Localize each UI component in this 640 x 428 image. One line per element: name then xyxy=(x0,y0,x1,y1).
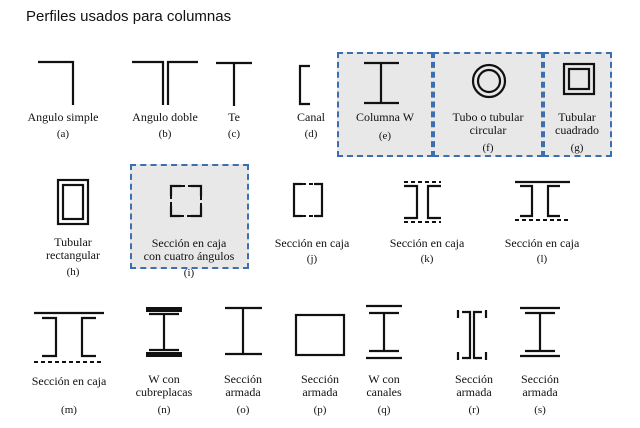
tubular-rectangular-shape xyxy=(56,178,90,226)
letter-s: (s) xyxy=(534,404,546,416)
label-l: Sección en caja xyxy=(504,236,580,250)
w-canales-shape xyxy=(366,304,402,360)
angulo-doble-shape xyxy=(132,60,198,105)
label-p: Sección armada xyxy=(301,372,339,399)
label-i: Sección en caja con cuatro ángulos xyxy=(143,236,235,263)
seccion-armada-p-shape xyxy=(294,313,346,357)
label-d: Canal xyxy=(297,110,325,124)
label-j: Sección en caja xyxy=(274,236,350,250)
label-g: Tubular cuadrado xyxy=(555,110,599,137)
tubular-cuadrado-shape xyxy=(562,62,596,96)
caja-k-shape xyxy=(404,181,441,223)
letter-b: (b) xyxy=(158,128,172,140)
tubo-circular-shape xyxy=(471,63,507,99)
label-s: Sección armada xyxy=(521,372,559,399)
label-m: Sección en caja xyxy=(31,374,107,388)
letter-k: (k) xyxy=(420,253,434,265)
letter-n: (n) xyxy=(157,404,171,416)
caja-l-shape xyxy=(515,180,570,221)
letter-j: (j) xyxy=(306,253,318,265)
label-c: Te xyxy=(228,110,240,124)
letter-a: (a) xyxy=(56,128,70,140)
w-cubreplacas-shape xyxy=(146,307,182,357)
canal-shape xyxy=(298,64,310,106)
label-q: W con canales xyxy=(366,372,402,399)
te-shape xyxy=(216,61,252,106)
letter-r: (r) xyxy=(468,404,480,416)
label-o: Sección armada xyxy=(224,372,262,399)
letter-c: (c) xyxy=(227,128,241,140)
label-n: W con cubreplacas xyxy=(135,372,193,399)
highlight-box-e xyxy=(337,52,433,157)
seccion-armada-o-shape xyxy=(225,306,262,356)
columna-w-shape xyxy=(364,61,399,105)
letter-p: (p) xyxy=(313,404,327,416)
label-r: Sección armada xyxy=(455,372,493,399)
letter-h: (h) xyxy=(66,266,80,278)
label-e: Columna W xyxy=(355,110,415,124)
letter-i: (i) xyxy=(183,267,195,279)
label-f: Tubo o tubular circular xyxy=(452,110,524,137)
caja-j-shape xyxy=(292,182,324,218)
seccion-armada-r-shape xyxy=(456,310,488,360)
label-k: Sección en caja xyxy=(389,236,465,250)
letter-g: (g) xyxy=(570,142,584,154)
page-title: Perfiles usados para columnas xyxy=(26,8,232,25)
letter-e: (e) xyxy=(378,130,392,142)
label-b: Angulo doble xyxy=(132,110,198,124)
label-a: Angulo simple xyxy=(27,110,99,124)
angulo-simple-shape xyxy=(38,60,75,105)
highlight-box-f xyxy=(433,52,543,157)
letter-q: (q) xyxy=(377,404,391,416)
caja-m-shape xyxy=(34,311,104,363)
letter-f: (f) xyxy=(482,142,494,154)
seccion-armada-s-shape xyxy=(520,306,560,358)
caja-cuatro-angulos-shape xyxy=(169,184,203,218)
letter-d: (d) xyxy=(304,128,318,140)
letter-m: (m) xyxy=(61,404,77,416)
label-h: Tubular rectangular xyxy=(46,235,100,262)
letter-o: (o) xyxy=(236,404,250,416)
letter-l: (l) xyxy=(536,253,548,265)
